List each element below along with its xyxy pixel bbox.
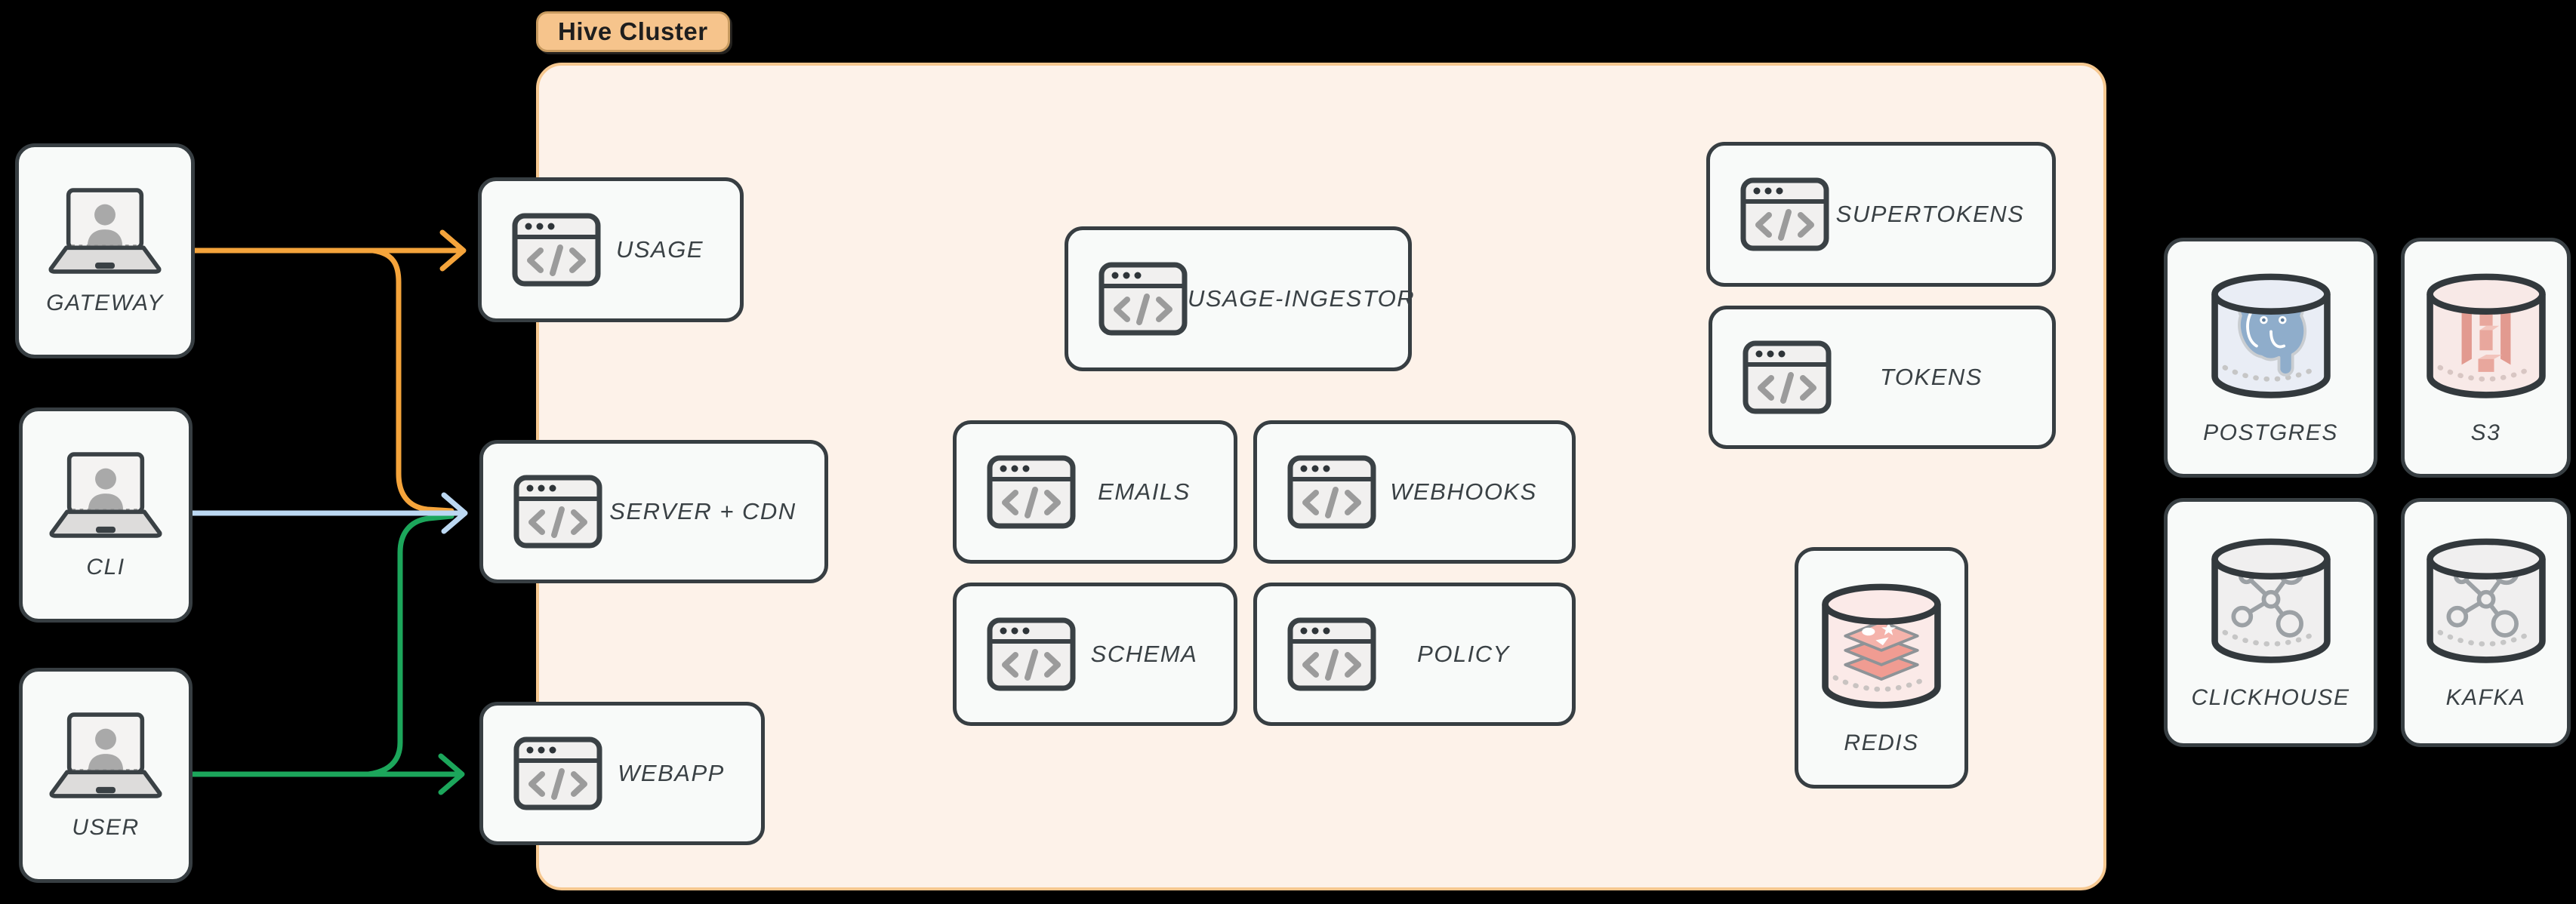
browser-code-icon <box>987 617 1076 691</box>
browser-code-icon <box>512 213 601 287</box>
node-supertokens: SUPERTOKENS <box>1706 142 2056 287</box>
node-label: SCHEMA <box>1090 641 1198 667</box>
browser-code-icon <box>1740 177 1829 251</box>
node-schema: SCHEMA <box>953 583 1237 726</box>
node-server-cdn: SERVER + CDN <box>479 440 828 583</box>
node-kafka: KAFKA <box>2401 498 2571 747</box>
clickhouse-database-icon <box>2211 538 2331 663</box>
redis-database-icon <box>1822 583 1941 709</box>
node-label: WEBHOOKS <box>1390 478 1537 505</box>
node-webapp: WEBAPP <box>479 702 765 845</box>
edge-user-servercdn <box>365 513 454 777</box>
node-cli: CLI <box>19 407 193 623</box>
node-label: GATEWAY <box>46 290 164 315</box>
node-tokens: TOKENS <box>1709 306 2056 449</box>
node-label: WEBAPP <box>618 760 725 786</box>
node-label: KAFKA <box>2445 685 2526 710</box>
node-label: USAGE-INGESTOR <box>1188 285 1416 312</box>
node-usage-ingestor: USAGE-INGESTOR <box>1065 226 1416 371</box>
node-postgres: POSTGRES <box>2164 238 2377 478</box>
edge-user-webapp-arrowhead <box>438 753 465 795</box>
laptop-user-icon <box>48 187 162 274</box>
node-label: USER <box>72 814 140 840</box>
node-label: POLICY <box>1417 641 1510 667</box>
node-label: SERVER + CDN <box>609 498 797 524</box>
node-label: TOKENS <box>1880 364 1983 390</box>
browser-code-icon <box>987 455 1076 529</box>
browser-code-icon <box>513 736 602 810</box>
edge-gateway-usage-arrowhead <box>439 229 467 272</box>
node-label: USAGE <box>615 236 704 263</box>
node-label: EMAILS <box>1098 478 1191 505</box>
browser-code-icon <box>513 475 602 549</box>
node-label: POSTGRES <box>2203 420 2338 445</box>
node-label: CLI <box>86 554 125 580</box>
browser-code-icon <box>1287 617 1376 691</box>
hive-cluster-label: Hive Cluster <box>536 11 730 52</box>
laptop-user-icon <box>49 451 162 538</box>
browser-code-icon <box>1287 455 1376 529</box>
s3-database-icon <box>2426 273 2546 398</box>
node-label: SUPERTOKENS <box>1835 201 2025 227</box>
node-label: CLICKHOUSE <box>2191 685 2350 710</box>
kafka-database-icon <box>2426 538 2546 663</box>
node-gateway: GATEWAY <box>15 143 195 358</box>
node-redis: REDIS <box>1795 547 1968 789</box>
node-usage: USAGE <box>478 177 744 322</box>
node-emails: EMAILS <box>953 420 1237 564</box>
edge-cli-servercdn-arrowhead <box>441 492 468 534</box>
browser-code-icon <box>1742 340 1832 414</box>
node-user: USER <box>19 668 193 883</box>
edge-gateway-servercdn <box>370 248 454 514</box>
node-s3: S3 <box>2401 238 2571 478</box>
node-policy: POLICY <box>1253 583 1576 726</box>
node-webhooks: WEBHOOKS <box>1253 420 1576 564</box>
node-label: S3 <box>2470 420 2501 445</box>
postgres-database-icon <box>2211 273 2331 398</box>
node-label: REDIS <box>1844 730 1919 755</box>
laptop-user-icon <box>49 712 162 798</box>
node-clickhouse: CLICKHOUSE <box>2164 498 2377 747</box>
browser-code-icon <box>1098 262 1188 336</box>
